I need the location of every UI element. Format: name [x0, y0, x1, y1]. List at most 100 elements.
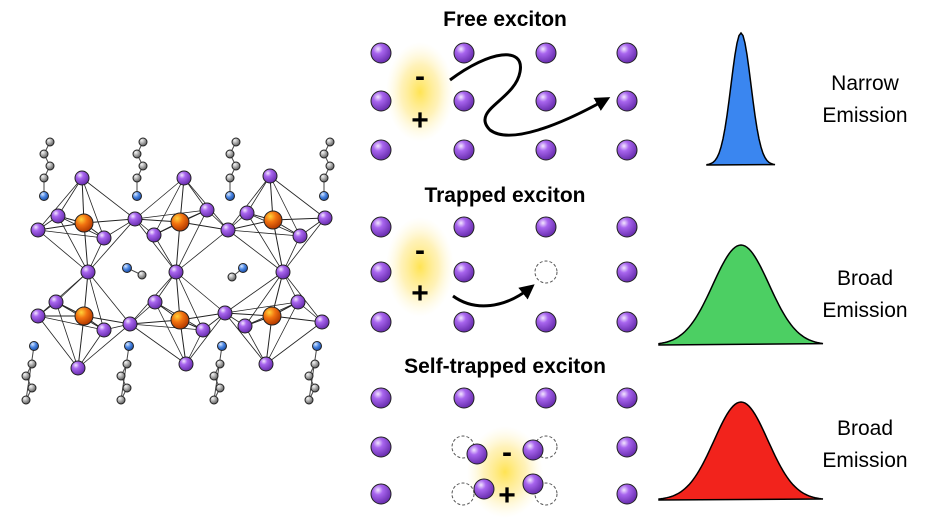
lattice-atom — [370, 216, 392, 238]
lattice-atom — [616, 387, 638, 409]
nitrogen-atom — [39, 191, 49, 201]
broad-emission-peak — [658, 244, 824, 346]
octahedron-edge — [244, 271, 284, 327]
lattice-atom — [616, 483, 638, 505]
carbon-atom — [215, 359, 225, 369]
lattice-atom — [370, 483, 392, 505]
carbon-atom — [45, 137, 55, 147]
octahedron-edge — [227, 229, 284, 273]
octahedron-edge — [77, 323, 131, 369]
lattice-atom — [453, 139, 475, 161]
halide-atom — [50, 208, 66, 224]
octahedron-edge — [154, 301, 187, 365]
octahedron-edge — [37, 177, 83, 231]
carbon-atom — [304, 395, 314, 405]
lattice-atom — [616, 42, 638, 64]
emission-label-line1: Broad — [836, 417, 894, 440]
lattice-atom — [616, 311, 638, 333]
nitrogen-atom — [29, 341, 39, 351]
halide-atoms — [30, 168, 333, 376]
carbon-atom — [27, 383, 37, 393]
carbon-atom — [21, 371, 31, 381]
halide-atom — [239, 205, 255, 221]
carbon-atom — [39, 149, 49, 159]
lattice-atom — [370, 42, 392, 64]
lattice-atom — [535, 311, 557, 333]
lattice-atom — [370, 436, 392, 458]
carbon-atom — [45, 161, 55, 171]
lattice-grid — [370, 42, 638, 161]
carbon-atom — [325, 161, 335, 171]
original-site-outline — [534, 482, 558, 506]
halide-atom — [48, 294, 64, 310]
halide-atom — [80, 264, 96, 280]
octahedron-edge — [37, 229, 105, 239]
emission-label-line2: Emission — [822, 104, 908, 127]
metal-center — [262, 306, 282, 326]
displaced-atom — [466, 443, 488, 465]
octahedron-edge — [224, 312, 267, 365]
carbon-atom — [310, 359, 320, 369]
octahedron-edge — [185, 312, 226, 365]
octahedron-edge — [227, 175, 271, 231]
carbon-atom — [304, 371, 314, 381]
halide-atom — [199, 202, 215, 218]
carbon-nitrogen-bond — [120, 345, 130, 401]
carbon-atom — [225, 149, 235, 159]
exciton-glow — [386, 42, 454, 142]
carbon-nitrogen-bond — [25, 345, 35, 401]
nitrogen-atom — [312, 341, 322, 351]
electron-minus: - — [502, 436, 512, 469]
halide-atom — [237, 318, 253, 334]
carbon-atom — [116, 395, 126, 405]
lattice-atom — [453, 216, 475, 238]
nitrogen-atom — [319, 191, 329, 201]
lattice-atom — [453, 90, 475, 112]
metal-center — [74, 306, 94, 326]
carbon-atom — [310, 383, 320, 393]
lattice-atom — [453, 387, 475, 409]
trapped-exciton-title: Trapped exciton — [424, 184, 586, 207]
hole-plus: + — [411, 277, 429, 310]
carbon-atom — [122, 383, 132, 393]
halide-atom — [30, 222, 46, 238]
lattice-atom — [616, 216, 638, 238]
carbon-atom — [122, 359, 132, 369]
displaced-atom — [473, 478, 495, 500]
octahedron-edge — [175, 209, 208, 273]
organic-cations — [21, 137, 335, 405]
lattice-atom — [453, 261, 475, 283]
halide-atom — [70, 360, 86, 376]
electron-minus: - — [415, 60, 425, 93]
carbon-atom — [231, 137, 241, 147]
free-exciton-panel: - + — [370, 31, 776, 166]
octahedron-edge — [224, 301, 299, 314]
diffusion-arrow — [449, 53, 611, 137]
octahedron-edge — [55, 301, 79, 369]
nitrogen-atom — [217, 341, 227, 351]
octahedron-edge — [269, 175, 326, 219]
halide-atom — [317, 210, 333, 226]
carbon-atom — [319, 149, 329, 159]
octahedron-edge — [37, 315, 105, 331]
nitrogen-atom — [132, 191, 142, 201]
nitrogen-atom — [122, 263, 132, 273]
original-site-outline — [534, 435, 558, 459]
octahedron-edge — [153, 177, 185, 236]
displaced-atom — [522, 473, 544, 495]
halide-atom — [146, 227, 162, 243]
octahedron-edge — [134, 218, 177, 273]
halide-atom — [195, 322, 211, 338]
octahedron-edge — [175, 271, 204, 331]
octahedron-edge — [134, 177, 185, 220]
hole-plus: + — [411, 104, 429, 137]
halide-atom — [168, 264, 184, 280]
carbon-atom — [231, 161, 241, 171]
octahedron-edge — [57, 215, 89, 273]
carbon-atom — [132, 173, 142, 183]
octahedron-edge — [224, 271, 284, 314]
metal-center — [170, 212, 190, 232]
octahedron-edge — [129, 323, 204, 331]
halide-atom — [275, 264, 291, 280]
octahedron-edge — [87, 218, 136, 273]
